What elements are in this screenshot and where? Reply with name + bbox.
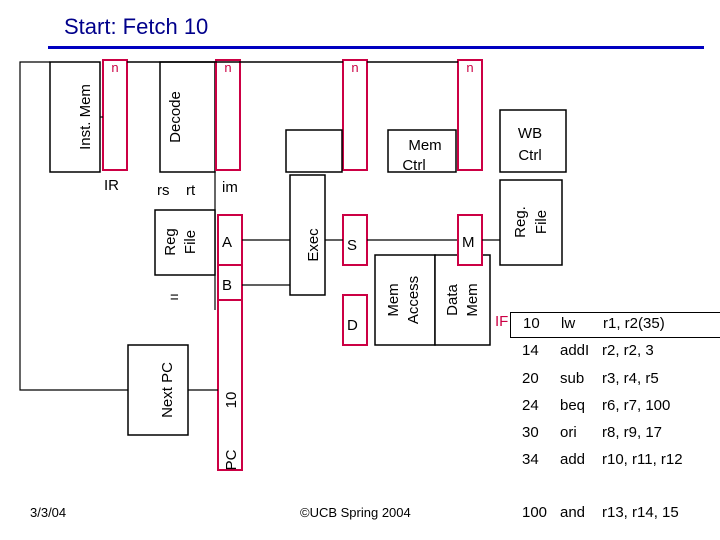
wb-ctrl-label-1: WB (518, 125, 542, 142)
reg-file-wb-label-1: Reg. (512, 206, 529, 238)
instruction-op: beq (560, 397, 586, 414)
data-mem-label-2: Mem (464, 283, 481, 316)
data-mem-block: Data Mem (434, 254, 491, 346)
inst-mem-block: Inst. Mem (49, 61, 101, 173)
instruction-addr: 34 (522, 451, 539, 468)
instruction-args: r3, r4, r5 (602, 370, 659, 387)
wb-ctrl-label-2: Ctrl (518, 147, 541, 164)
m-label: M (462, 234, 475, 251)
d-register: D (342, 294, 368, 346)
instruction-addr: 20 (522, 370, 539, 387)
exec-block: Exec (289, 174, 326, 296)
instruction-op: sub (560, 370, 585, 387)
s-register: S (342, 214, 368, 266)
exec-label: Exec (305, 228, 322, 262)
ir-label: IR (104, 177, 119, 194)
mem-access-block: Mem Access (374, 254, 436, 346)
instruction-row: 20 sub r3, r4, r5 (510, 368, 720, 392)
mem-ctrl-label-1: Mem (408, 137, 441, 154)
instruction-op: and (560, 504, 586, 521)
m-register: M (457, 214, 483, 266)
im-label: im (222, 179, 238, 196)
next-pc-block: Next PC (127, 344, 189, 436)
mem-access-label-1: Mem (385, 283, 402, 316)
a-register: A (217, 214, 243, 266)
pipeline-register-label: n (351, 60, 358, 75)
instruction-addr: 24 (522, 397, 539, 414)
inst-mem-label: Inst. Mem (77, 84, 94, 150)
instruction-args: r13, r14, 15 (602, 504, 679, 521)
instruction-row: 14 addI r2, r2, 3 (510, 340, 720, 364)
decode-label: Decode (167, 91, 184, 143)
pipeline-register-label: n (224, 60, 231, 75)
equals-label: = (170, 289, 179, 306)
instruction-addr: 100 (522, 504, 548, 521)
ex-ctrl-block (285, 129, 343, 173)
reg-file-wb-block: Reg. File (499, 179, 563, 266)
next-pc-label: Next PC (159, 362, 176, 418)
slide-date: 3/3/04 (30, 505, 67, 520)
instruction-args: r10, r11, r12 (602, 451, 683, 468)
instruction-row: 24 beq r6, r7, 100 (510, 395, 720, 419)
instruction-args: r1, r2(35) (603, 315, 665, 332)
slide-title: Start: Fetch 10 (64, 14, 209, 39)
instruction-addr: 14 (522, 342, 539, 359)
s-label: S (347, 237, 357, 254)
mem-ctrl-block: Mem Ctrl (387, 129, 457, 174)
wb-ctrl-block: WB Ctrl (499, 109, 567, 173)
pipeline-register-ex-mem: n (342, 59, 368, 171)
instruction-args: r8, r9, 17 (602, 424, 663, 441)
reg-file-wb-label-2: File (533, 210, 550, 234)
if-stage-marker: IF (495, 313, 509, 330)
instruction-op: addI (560, 342, 590, 359)
reg-file-block: Reg File (154, 209, 216, 276)
instruction-op: add (560, 451, 586, 468)
d-label: D (347, 317, 358, 334)
instruction-row: 30 ori r8, r9, 17 (510, 422, 720, 446)
instruction-row: 100 and r13, r14, 15 (510, 502, 720, 526)
instruction-args: r6, r7, 100 (602, 397, 671, 414)
a-label: A (222, 234, 232, 251)
mem-access-label-2: Access (405, 276, 422, 324)
data-mem-label-1: Data (444, 284, 461, 316)
instruction-args: r2, r2, 3 (602, 342, 654, 359)
reg-file-label-1: Reg (162, 228, 179, 256)
instruction-op: ori (560, 424, 577, 441)
reg-file-label-2: File (182, 230, 199, 254)
slide-copyright: ©UCB Spring 2004 (300, 505, 411, 520)
pipeline-register-label: n (111, 60, 118, 75)
mem-ctrl-label-2: Ctrl (402, 157, 425, 174)
pc-value: 10 (223, 392, 240, 409)
b-register: B (217, 264, 243, 301)
decode-block: Decode (159, 61, 216, 173)
instruction-addr: 10 (523, 315, 540, 332)
rt-label: rt (186, 182, 196, 199)
pipeline-register-id-ex: n (215, 59, 241, 171)
pipeline-register-if-id: n (102, 59, 128, 171)
pipeline-register-label: n (466, 60, 473, 75)
pc-register: 10 PC (217, 299, 243, 471)
rs-label: rs (157, 182, 170, 199)
pc-label: PC (223, 449, 240, 470)
title-rule (48, 46, 704, 49)
instruction-op: lw (561, 315, 576, 332)
instruction-addr: 30 (522, 424, 539, 441)
pipeline-register-mem-wb: n (457, 59, 483, 171)
b-label: B (222, 277, 232, 294)
instruction-row: 10 lw r1, r2(35) (510, 312, 720, 338)
instruction-row: 34 add r10, r11, r12 (510, 449, 720, 473)
